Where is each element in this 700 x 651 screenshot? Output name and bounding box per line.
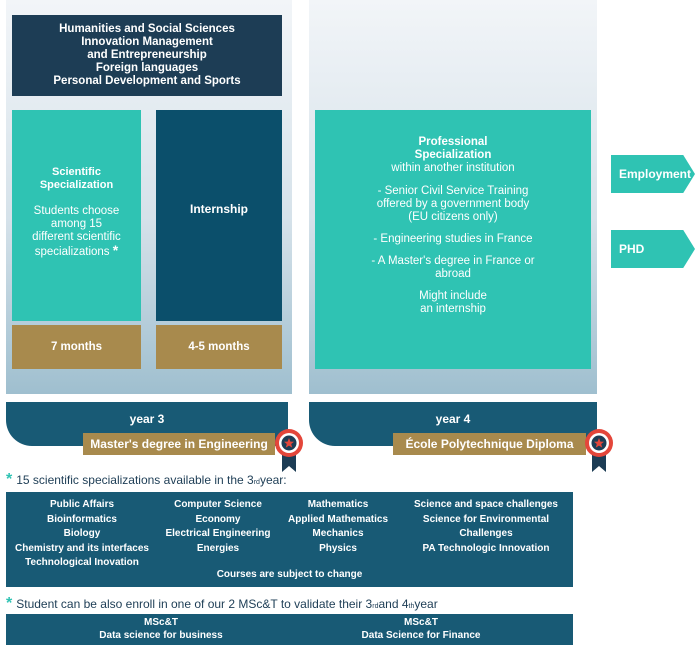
professional-bullet-line: (EU citizens only) [408, 211, 498, 223]
spec-item: Science for Environmental [422, 513, 550, 525]
professional-bullet-line: - Senior Civil Service Training [377, 185, 529, 197]
common-courses-box: Humanities and Social Sciences Innovatio… [12, 15, 282, 96]
scientific-title-line: Scientific [52, 166, 101, 178]
msct-item-finance: MSc&T Data Science for Finance [326, 616, 516, 642]
spec-item: Biology [63, 528, 101, 539]
spec-item: Mathematics [307, 499, 369, 510]
note2-text-mid: and 4 [378, 597, 409, 611]
masters-degree-ribbon: Master's degree in Engineering [83, 433, 275, 455]
note2-text-after: year [414, 597, 438, 611]
specializations-box: Public Affairs Bioinformatics Biology Ch… [6, 492, 573, 587]
professional-bullet-line: abroad [435, 268, 471, 280]
msct-box: MSc&T Data science for business MSc&T Da… [6, 614, 573, 645]
scientific-body-last: specializations [34, 246, 110, 258]
asterisk-icon: * [6, 595, 13, 612]
spec-item: Computer Science [174, 499, 262, 510]
spec-item: Science and space challenges [414, 499, 558, 510]
duration-4-5-months: 4-5 months [156, 325, 282, 369]
professional-title-line: Specialization [414, 149, 492, 161]
spec-item: Applied Mathematics [287, 513, 389, 525]
courses-change-note: Courses are subject to change [6, 568, 573, 583]
phd-arrow: PHD [611, 230, 695, 268]
common-course-line: Personal Development and Sports [53, 75, 241, 87]
spec-item: Chemistry and its interfaces [15, 542, 149, 554]
phd-label: PHD [619, 242, 645, 256]
courses-change-text: Courses are subject to change [216, 569, 363, 580]
scientific-body-line: among 15 [50, 218, 103, 230]
note2-sup2: th [408, 603, 415, 610]
asterisk-marker: * [112, 242, 119, 258]
spec-item: Energies [196, 542, 240, 554]
professional-bullet-line: - A Master's degree in France or [371, 255, 535, 267]
spec-item: Bioinformatics [46, 513, 117, 525]
specializations-note: * 15 scientific specializations availabl… [6, 471, 606, 489]
note2-sup1: rd [372, 603, 379, 610]
medal-icon [585, 429, 613, 472]
spec-item: Public Affairs [49, 499, 115, 510]
professional-specialization-box: Professional Specialization within anoth… [315, 110, 591, 369]
common-course-line: Humanities and Social Sciences [59, 23, 235, 35]
msct-item-business: MSc&T Data science for business [66, 616, 256, 642]
professional-note-line: Might include [419, 290, 487, 302]
msct-title: MSc&T [404, 617, 438, 628]
scientific-specialization-box: Scientific Specialization Students choos… [12, 110, 141, 321]
medal-icon [275, 429, 303, 472]
professional-bullet-line: offered by a government body [376, 198, 530, 210]
employment-label: Employment [619, 167, 692, 181]
year3-label: year 3 [129, 412, 165, 426]
spec-item: Mechanics [312, 528, 364, 539]
internship-box: Internship [156, 110, 282, 321]
duration-left-label: 7 months [50, 341, 103, 353]
asterisk-icon: * [6, 471, 13, 488]
msct-title: MSc&T [144, 617, 178, 628]
common-course-line: and Entrepreneurship [87, 49, 207, 61]
spec-column-3: Mathematics Applied Mathematics Mechanic… [278, 498, 398, 556]
duration-right-label: 4-5 months [188, 341, 250, 353]
note1-text: 15 scientific specializations available … [16, 473, 254, 487]
common-course-line: Foreign languages [95, 62, 199, 74]
spec-item: Economy [195, 513, 241, 525]
scientific-title-line: Specialization [39, 179, 114, 191]
professional-title-line: Professional [418, 136, 488, 148]
msct-subtitle: Data science for business [99, 630, 223, 641]
msct-note: * Student can be also enroll in one of o… [6, 595, 646, 613]
spec-item: Technological Inovation [25, 557, 139, 568]
scientific-body-line: Students choose [33, 205, 120, 217]
spec-item: PA Technologic Innovation [422, 542, 550, 554]
common-course-line: Innovation Management [81, 36, 213, 48]
note1-sup: rd [253, 479, 260, 486]
polytechnique-diploma-label: École Polytechnique Diploma [405, 437, 574, 451]
spec-column-4: Science and space challenges Science for… [402, 498, 570, 556]
spec-column-2: Computer Science Economy Electrical Engi… [160, 498, 276, 556]
note2-text: Student can be also enroll in one of our… [16, 597, 373, 611]
note1-text-after: year: [259, 473, 287, 487]
spec-item: Physics [319, 542, 357, 554]
duration-7-months: 7 months [12, 325, 141, 369]
professional-bullet-line: - Engineering studies in France [373, 233, 533, 245]
internship-title: Internship [189, 202, 248, 216]
masters-degree-label: Master's degree in Engineering [90, 437, 268, 451]
scientific-body-line: different scientific [32, 231, 121, 243]
polytechnique-diploma-ribbon: École Polytechnique Diploma [393, 433, 586, 455]
spec-column-1: Public Affairs Bioinformatics Biology Ch… [8, 498, 156, 571]
spec-item: Electrical Engineering [165, 528, 271, 539]
scientific-body-line: specializations * [12, 242, 141, 259]
employment-arrow: Employment [611, 155, 695, 193]
professional-subtitle: within another institution [391, 162, 515, 174]
msct-subtitle: Data Science for Finance [361, 630, 481, 641]
spec-item: Challenges [459, 528, 513, 539]
year4-label: year 4 [435, 412, 471, 426]
professional-note-line: an internship [420, 303, 486, 315]
